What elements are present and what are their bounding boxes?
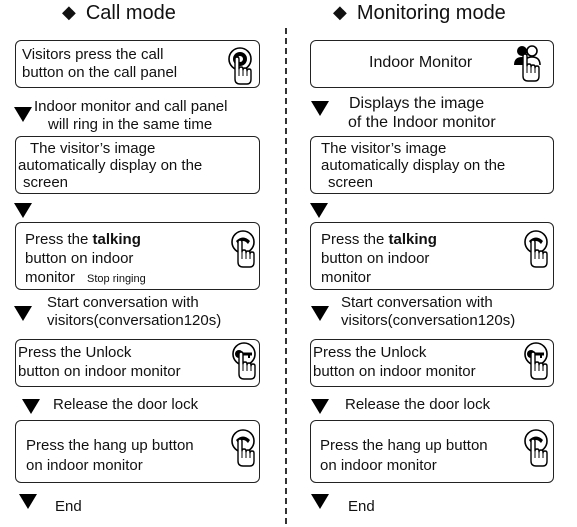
box-line: screen [23,174,69,191]
box-line: The visitor’s image [30,140,156,157]
box-line: button on indoor monitor [18,363,181,380]
box-line: automatically display on the [321,157,506,174]
box-line: button on indoor [321,250,430,267]
unlock-box: Press the Unlock button on indoor monito… [310,339,554,387]
down-arrow-icon [14,306,32,321]
box-line: button on indoor monitor [313,363,476,380]
column-divider [285,28,287,524]
box-line: on indoor monitor [26,457,143,474]
down-arrow-icon [14,107,32,122]
hang-up-box: Press the hang up button on indoor monit… [310,420,554,483]
hangup-phone-icon [519,428,551,468]
talking-box: Press the talking button on indoor monit… [15,222,260,290]
box-line: Press the hang up button [26,437,194,454]
hangup-phone-icon [226,428,258,468]
indoor-monitor-box: Indoor Monitor [310,40,554,88]
step-text: Release the door lock [53,396,199,413]
down-arrow-icon [14,203,32,218]
key-hand-icon [227,341,259,381]
monitoring-mode-title: ◆Monitoring mode [333,2,506,24]
down-arrow-icon [311,306,329,321]
box-line: on indoor monitor [320,457,437,474]
hang-up-box: Press the hang up button on indoor monit… [15,420,260,483]
step-text: Start conversation with [341,294,493,311]
image-display-box: The visitor’s image automatically displa… [15,136,260,194]
box-line: automatically display on the [18,157,203,174]
step-text: Release the door lock [345,396,491,413]
talk-phone-icon [226,229,258,269]
box-line: Press the Unlock [313,344,427,361]
unlock-box: Press the Unlock button on indoor monito… [15,339,260,387]
step-text: Displays the image [349,95,485,112]
call-panel-box: Visitors press the call button on the ca… [15,40,260,88]
step-text: Indoor monitor and call panel [34,98,228,115]
talk-phone-icon [519,229,551,269]
box-line: The visitor’s image [321,140,447,157]
down-arrow-icon [310,203,328,218]
box-line: Press the hang up button [320,437,488,454]
key-hand-icon [519,341,551,381]
down-arrow-icon [19,494,37,509]
people-hand-icon [511,43,543,83]
end-label: End [55,498,82,515]
step-text: of the Indoor monitor [348,114,496,131]
end-label: End [348,498,375,515]
box-line: button on indoor [25,250,134,267]
image-display-box: The visitor’s image automatically displa… [310,136,554,194]
call-mode-title: ◆Call mode [62,2,176,24]
step-text: will ring in the same time [48,116,213,133]
box-line: Press the Unlock [18,344,132,361]
down-arrow-icon [22,399,40,414]
box-line: Visitors press the call [22,46,164,63]
box-line: Indoor Monitor [369,54,473,71]
down-arrow-icon [311,101,329,116]
box-line: button on the call panel [22,64,178,81]
box-line: Press the talking [25,231,141,248]
doorbell-hand-icon [223,46,255,86]
box-line: monitor [321,269,372,286]
step-text: Start conversation with [47,294,199,311]
box-line: Press the talking [321,231,437,248]
stop-ringing-note: Stop ringing [87,273,146,285]
down-arrow-icon [311,494,329,509]
step-text: visitors(conversation120s) [47,312,222,329]
box-line: screen [328,174,374,191]
step-text: visitors(conversation120s) [341,312,516,329]
down-arrow-icon [311,399,329,414]
talking-box: Press the talking button on indoor monit… [310,222,554,290]
